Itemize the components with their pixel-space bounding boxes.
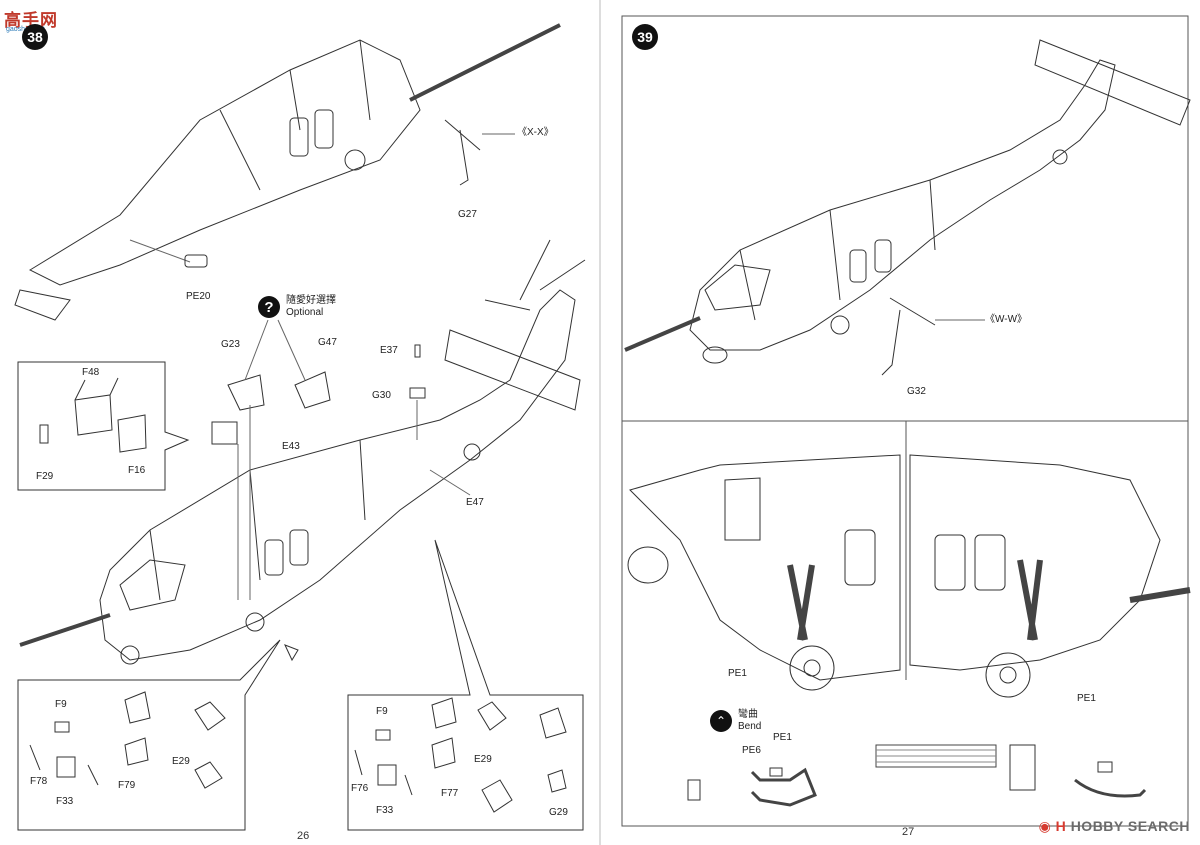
part-f9-b: F9 (376, 706, 388, 717)
part-g29: G29 (549, 807, 568, 818)
bend-label-cn: 彎曲 (738, 709, 758, 720)
step-38-badge: 38 (22, 24, 48, 50)
hobby-search-mark: H (1055, 818, 1067, 834)
part-g32: G32 (907, 386, 926, 397)
optional-label-en: Optional (286, 307, 324, 318)
part-e29-a: E29 (172, 756, 190, 767)
optional-label-cn: 隨愛好選擇 (286, 295, 336, 306)
part-g47: G47 (318, 337, 337, 348)
part-pe1-a: PE1 (728, 668, 747, 679)
step-39-badge: 39 (632, 24, 658, 50)
hobby-search-watermark: ◉ H HOBBY SEARCH (1039, 818, 1190, 835)
bend-icon: ⌃ (710, 710, 732, 732)
part-f9-a: F9 (55, 699, 67, 710)
part-f77: F77 (441, 788, 459, 799)
part-g27: G27 (458, 209, 477, 220)
part-f78: F78 (30, 776, 48, 787)
part-f79: F79 (118, 780, 136, 791)
part-f48: F48 (82, 367, 100, 378)
hobby-search-name: HOBBY SEARCH (1070, 818, 1190, 834)
part-f29: F29 (36, 471, 54, 482)
page-number-left: 26 (297, 830, 310, 842)
part-e29-b: E29 (474, 754, 492, 765)
part-f16: F16 (128, 465, 146, 476)
part-f33-a: F33 (56, 796, 74, 807)
part-e37: E37 (380, 345, 398, 356)
optional-question-icon: ? (258, 296, 280, 318)
page-number-right: 27 (902, 826, 915, 838)
part-f33-b: F33 (376, 805, 394, 816)
part-g23: G23 (221, 339, 240, 350)
view-xx-label: 《X-X》 (517, 127, 554, 138)
part-f76: F76 (351, 783, 369, 794)
part-e43: E43 (282, 441, 300, 452)
part-g30: G30 (372, 390, 391, 401)
bend-label-en: Bend (738, 721, 762, 732)
part-pe20: PE20 (186, 291, 211, 302)
part-pe6: PE6 (742, 745, 761, 756)
view-ww-label: 《W-W》 (985, 314, 1028, 325)
part-pe1-b: PE1 (1077, 693, 1096, 704)
hobby-search-dot: ◉ (1038, 818, 1052, 834)
part-e47: E47 (466, 497, 484, 508)
part-pe1-c: PE1 (773, 732, 792, 743)
watermark-logo: 高手网 (4, 11, 58, 30)
